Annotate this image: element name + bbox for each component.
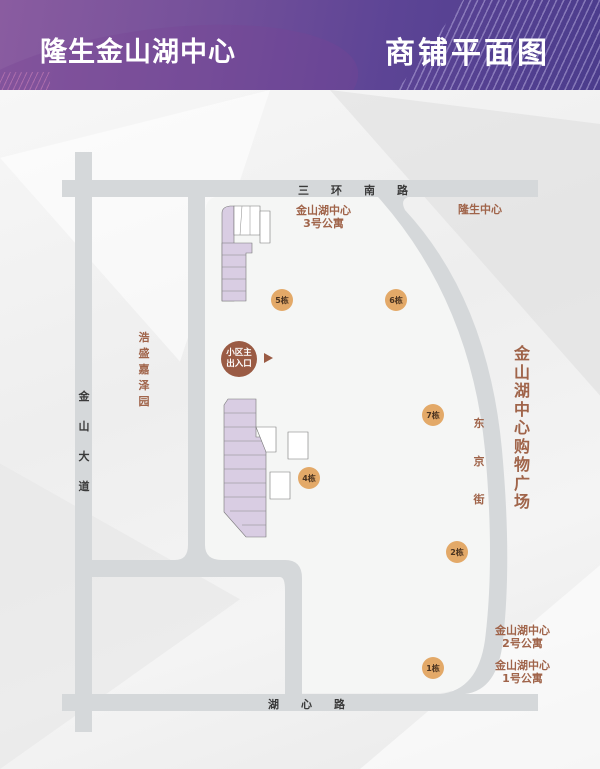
- place-shopping-mall: 金山湖中心购物广场: [513, 344, 530, 511]
- main-entrance-marker[interactable]: 小区主 出入口: [221, 341, 257, 377]
- entrance-arrow-icon: [264, 353, 273, 363]
- road-south: [62, 694, 538, 711]
- building-marker-2[interactable]: 2栋: [446, 541, 468, 563]
- place-apartment-1: 金山湖中心 1号公寓: [495, 659, 550, 685]
- building-marker-1[interactable]: 1栋: [422, 657, 444, 679]
- place-longsheng-center: 隆生中心: [458, 203, 502, 216]
- road-east: [378, 197, 508, 694]
- place-apartment-2: 金山湖中心 2号公寓: [495, 624, 550, 650]
- road-label-north: 三环南路: [298, 184, 430, 197]
- road-label-east: 东京街: [473, 417, 485, 506]
- shop-floorplan-north: [221, 205, 271, 302]
- building-marker-5[interactable]: 5栋: [271, 289, 293, 311]
- place-apartment-3: 金山湖中心 3号公寓: [296, 204, 351, 230]
- building-marker-6[interactable]: 6栋: [385, 289, 407, 311]
- shop-floorplan-south: [223, 398, 309, 538]
- brand-title: 隆生金山湖中心: [40, 37, 236, 68]
- road-north: [62, 180, 538, 197]
- header-banner: 隆生金山湖中心 商铺平面图: [0, 0, 600, 90]
- road-label-south: 湖心路: [268, 698, 367, 711]
- building-marker-7[interactable]: 7栋: [422, 404, 444, 426]
- place-haosheng-jiazeyuan: 浩盛嘉泽园: [138, 331, 150, 408]
- page-title: 商铺平面图: [385, 36, 550, 71]
- road-label-west: 金山大道: [78, 390, 90, 493]
- road-west: [75, 152, 92, 732]
- header-decoration-stripes-left: [0, 72, 50, 90]
- building-marker-4[interactable]: 4栋: [298, 467, 320, 489]
- road-inner-west: [92, 197, 302, 694]
- site-plot: [205, 196, 490, 693]
